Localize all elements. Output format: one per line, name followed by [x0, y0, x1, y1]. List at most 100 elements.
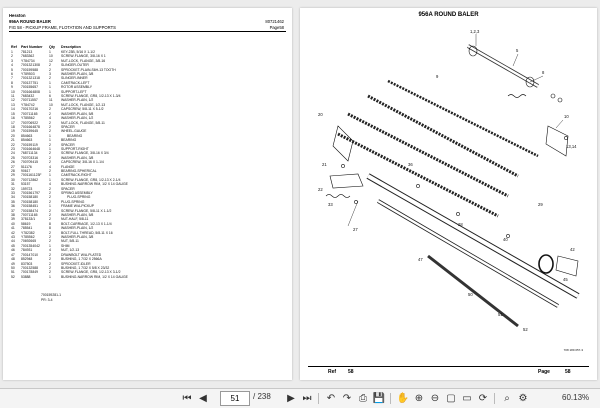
part-qty: 1 [49, 146, 51, 151]
part-qty: 1 [49, 50, 51, 54]
part-number: 700158180 [21, 199, 38, 204]
pickup-frame-tube [366, 173, 580, 308]
callout-label: 29 [538, 202, 543, 207]
part-ref: 10 [11, 89, 15, 94]
part-number: 700158180 [21, 195, 38, 200]
part-number: 700132588 [21, 265, 38, 270]
part-description: BEARING-SPHERICAL [61, 168, 97, 173]
col-ref: Ref [11, 45, 17, 49]
drive-shaft-lower [427, 254, 519, 328]
part-ref: 12 [11, 98, 15, 103]
part-qty: 4 [49, 182, 51, 187]
back-icon[interactable]: ↶ [326, 392, 336, 404]
part-description: SPACER [61, 124, 75, 129]
part-description: SCREW-FLANGE, 3/8-16 X 1 [61, 54, 106, 59]
part-description: SUPPORT-LEFT [61, 89, 87, 94]
search-icon[interactable]: ⌕ [504, 392, 510, 404]
fit-page-icon[interactable]: ▢ [446, 392, 456, 404]
part-description: PLUG-SPRING [61, 199, 85, 204]
part-ref: 2 [11, 54, 13, 59]
callout-label: 36 [408, 162, 413, 167]
part-description: WASHER-PLAIN, 1/2 [61, 98, 94, 103]
part-ref: 39 [11, 217, 15, 222]
diagram-title: 956A ROUND BALER [418, 12, 479, 18]
settings-icon[interactable]: ⚙ [518, 392, 528, 404]
first-page-icon[interactable]: ⏮ [182, 392, 192, 404]
part-qty: 2 [49, 230, 51, 235]
zoom-out-icon[interactable]: ⊖ [430, 392, 440, 404]
part-ref: 38 [11, 213, 15, 218]
part-qty: 4 [49, 248, 51, 253]
print-icon[interactable]: ⎙ [359, 392, 367, 404]
hand-tool-icon[interactable]: ✋ [396, 392, 410, 404]
part-description: SPRING ASSEMBLY [61, 191, 93, 195]
last-page-icon[interactable]: ⏭ [302, 392, 312, 404]
part-ref: 49 [11, 261, 15, 266]
part-description: CAMTRACK-RIGHT [61, 173, 92, 178]
part-description: CAMTRACK-LEFT [61, 80, 90, 85]
part-description: BOLT-FULL THREAD, 5/8-11 X 16 [61, 230, 113, 235]
zoom-level[interactable]: 60.13% [562, 393, 590, 402]
part-ref: 51 [11, 270, 15, 275]
part-ref: 40 [11, 221, 15, 226]
part-description: WASHER-PLAIN, 3/8 [61, 72, 94, 77]
part-description: FRAME W/A-PICKUP [61, 204, 94, 209]
zoom-in-icon[interactable]: ⊕ [414, 392, 424, 404]
callout-label: 40 [503, 237, 508, 242]
part-qty: 2 [49, 257, 51, 262]
part-description: NUT, 1/2-13 [61, 248, 80, 253]
part-ref: 5 [11, 67, 13, 72]
next-page-icon[interactable]: ▶ [287, 392, 295, 404]
part-qty: 8 [49, 226, 51, 231]
part-number: Y785562 [21, 235, 35, 240]
page-count: / 238 [253, 392, 271, 401]
page-number-input[interactable]: 51 [220, 391, 250, 406]
exploded-parts-diagram: 1,2,3 5 8 9 10 13,14 20 21 22 27 28 29 3… [318, 29, 580, 332]
part-ref: 37 [11, 208, 15, 213]
figure-id: 708 189 057-3 [563, 348, 583, 352]
part-number: 7001354042 [21, 243, 40, 248]
support-right-bracket [545, 125, 579, 277]
forward-icon[interactable]: ↷ [342, 392, 352, 404]
callout-label: 33 [328, 202, 333, 207]
rotate-icon[interactable]: ⟳ [478, 392, 488, 404]
part-qty: 4 [49, 116, 51, 121]
fit-width-icon[interactable]: ▭ [462, 392, 472, 404]
part-ref: 48 [11, 257, 15, 262]
part-qty: 2 [49, 129, 51, 134]
part-qty: 1 [49, 85, 51, 90]
save-icon[interactable]: 💾 [372, 392, 386, 404]
part-description: WHEEL-GAUGE [61, 129, 87, 134]
part-number: 854663 [21, 138, 33, 143]
section-title: FIG 58 - PICKUP FRAME, FLOTATION AND SUP… [9, 25, 116, 30]
footer-page-label: Page [538, 369, 550, 375]
part-number: 700703316 [21, 155, 38, 160]
support-left-bracket [329, 125, 364, 189]
part-ref: 27 [11, 164, 15, 169]
part-qty: 2 [49, 213, 51, 218]
part-description: WASHER-PLAIN, 5/8 [61, 213, 94, 218]
prev-page-icon[interactable]: ◀ [199, 392, 207, 404]
part-ref: 24 [11, 151, 15, 156]
part-ref: 33 [11, 191, 15, 195]
part-ref: 52 [11, 274, 15, 279]
part-number: 785541 [21, 226, 33, 231]
part-description: WASHER-PLAIN, 3/8 [61, 155, 94, 160]
callout-label: 8 [542, 70, 545, 75]
